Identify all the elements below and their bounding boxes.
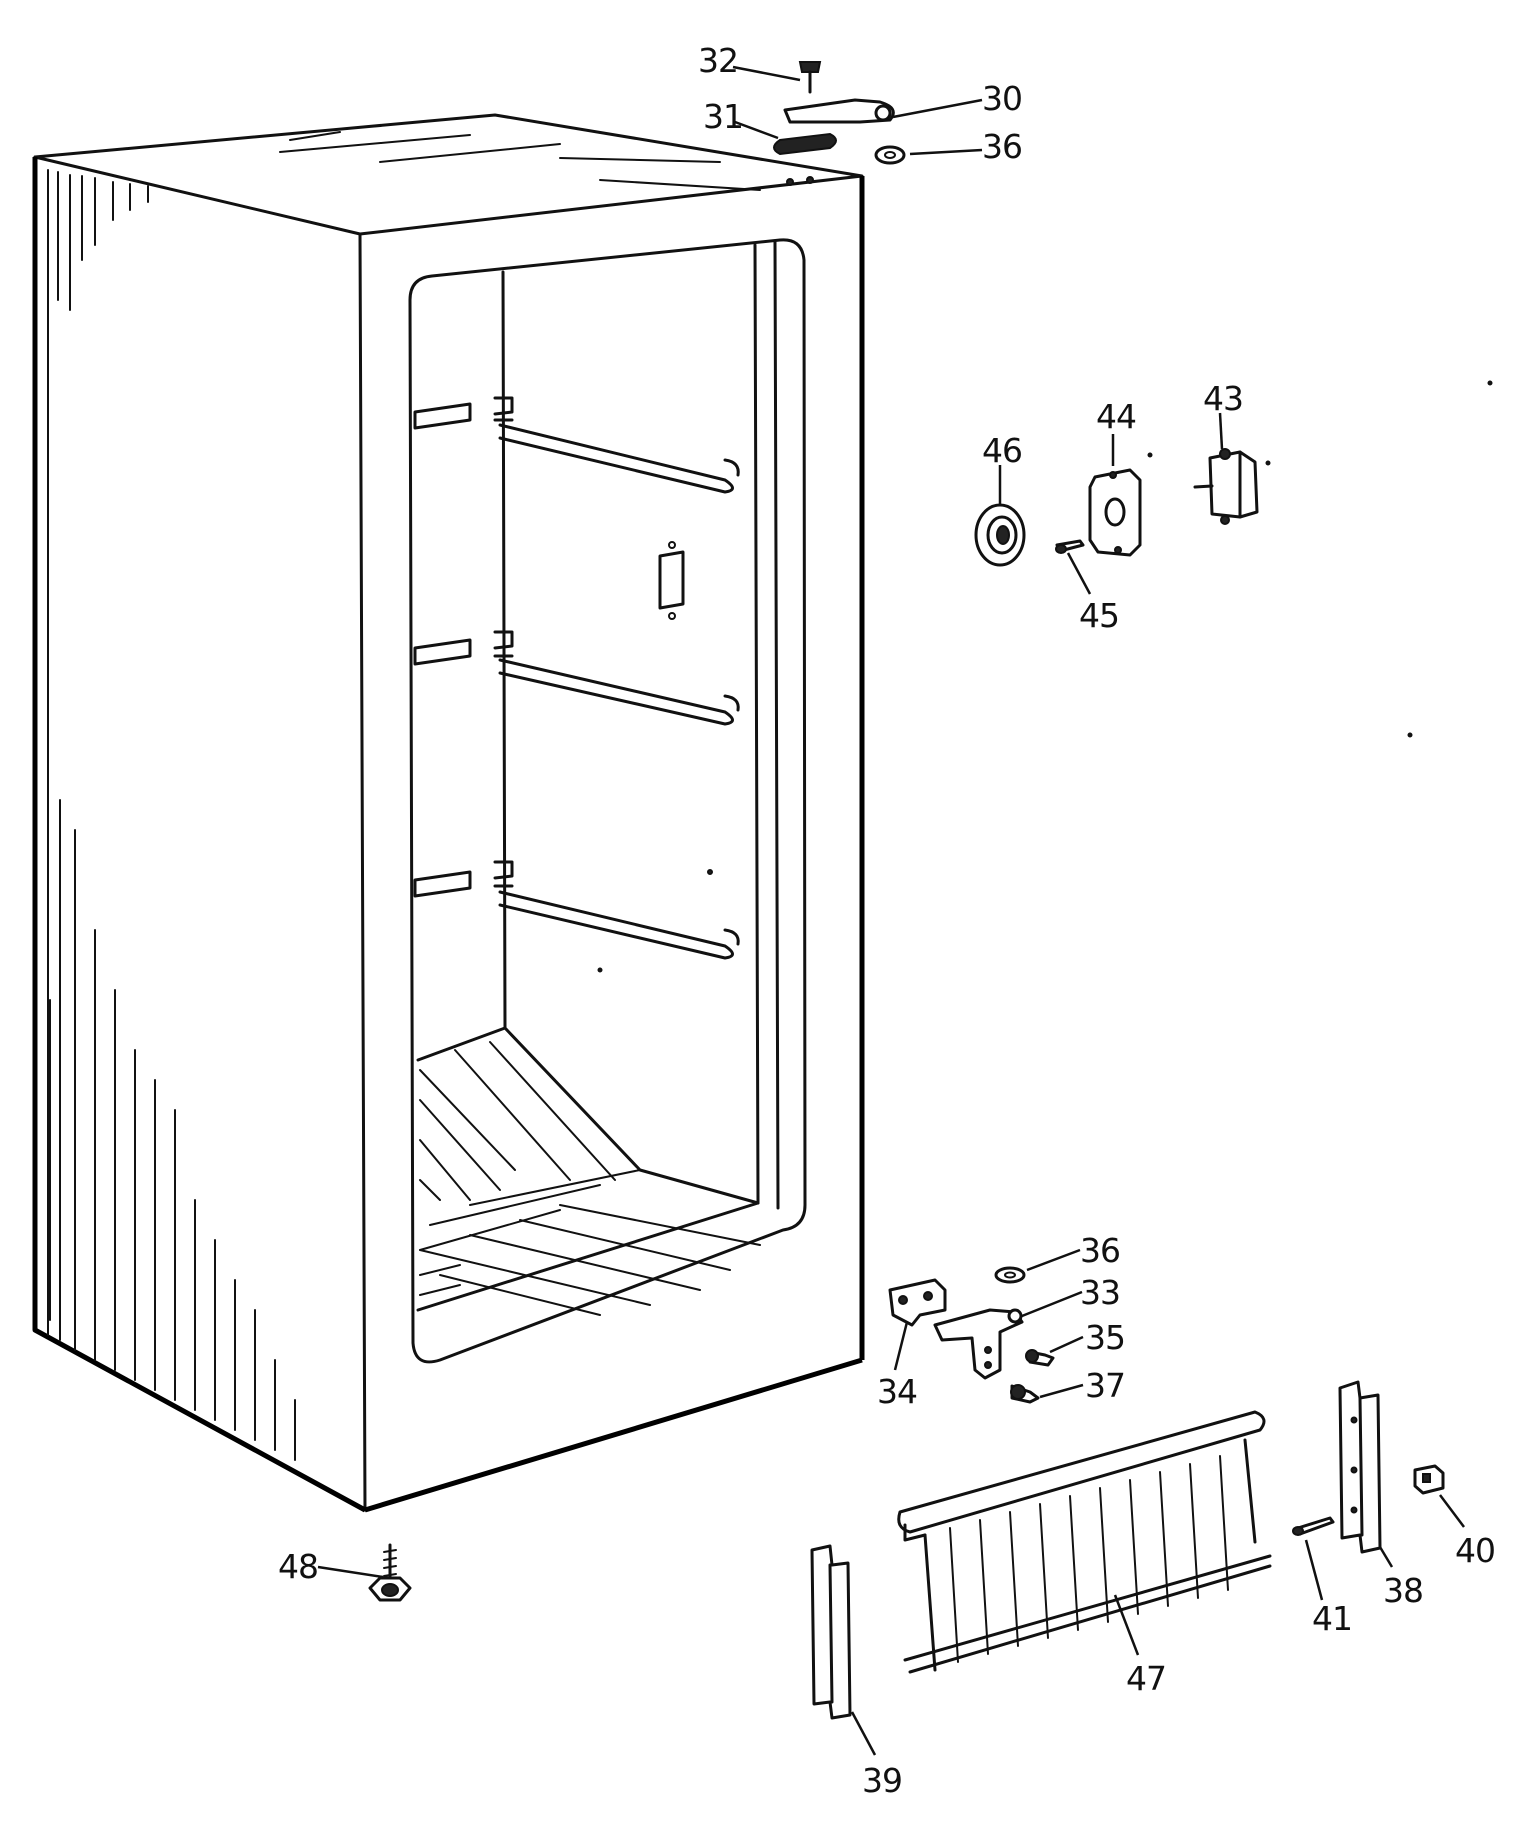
- washer-36-bottom: [994, 1266, 1026, 1284]
- bottom-hinge-33: [933, 1308, 1024, 1380]
- callout-35: 35: [1085, 1318, 1125, 1357]
- screw-35: [1025, 1349, 1055, 1367]
- callout-labels: 32 30 31 36 46 44 43 45 36 33 35 34 37 3…: [278, 41, 1496, 1800]
- cabinet: [32, 113, 865, 1513]
- hinge-shim-31: [773, 132, 837, 156]
- callout-45: 45: [1079, 596, 1119, 635]
- screw-41: [1292, 1516, 1335, 1536]
- scan-specks: [597, 380, 1493, 973]
- callout-32: 32: [698, 41, 738, 80]
- washer-36-top: [874, 145, 906, 165]
- callout-36-top: 36: [982, 127, 1022, 166]
- shelf-middle: [413, 630, 740, 726]
- screw-45: [1055, 539, 1085, 554]
- callout-40: 40: [1455, 1531, 1495, 1570]
- callout-31: 31: [703, 97, 743, 136]
- escutcheon-44: [1088, 468, 1142, 557]
- grille-bracket-39: [810, 1544, 852, 1720]
- grille-bracket-38: [1338, 1380, 1382, 1554]
- thermostat-knob-46: [974, 503, 1026, 567]
- leveling-leg-48: [368, 1543, 412, 1602]
- screw-37: [1010, 1384, 1040, 1404]
- callout-34: 34: [877, 1372, 917, 1411]
- callout-37: 37: [1085, 1366, 1125, 1405]
- shelf-upper: [413, 396, 740, 494]
- callout-41: 41: [1312, 1599, 1352, 1638]
- top-hinge-screw-32: [798, 61, 822, 94]
- callout-46: 46: [982, 431, 1022, 470]
- leader-lines: [317, 65, 1465, 1756]
- callout-36-bottom: 36: [1080, 1231, 1120, 1270]
- callout-33: 33: [1080, 1273, 1120, 1312]
- callout-48: 48: [278, 1547, 318, 1586]
- grille-47: [897, 1410, 1272, 1674]
- bottom-basket-wires: [419, 1041, 761, 1316]
- bottom-hinge-34: [888, 1278, 947, 1327]
- callout-38: 38: [1383, 1571, 1423, 1610]
- callout-47: 47: [1126, 1659, 1166, 1698]
- top-hinge-30: [783, 98, 895, 124]
- callout-39: 39: [862, 1761, 902, 1800]
- callout-43: 43: [1203, 379, 1243, 418]
- thermostat-43: [1193, 448, 1259, 525]
- callout-30: 30: [982, 79, 1022, 118]
- callout-44: 44: [1096, 397, 1136, 436]
- shelf-lower: [413, 860, 740, 960]
- clip-40: [1413, 1464, 1445, 1495]
